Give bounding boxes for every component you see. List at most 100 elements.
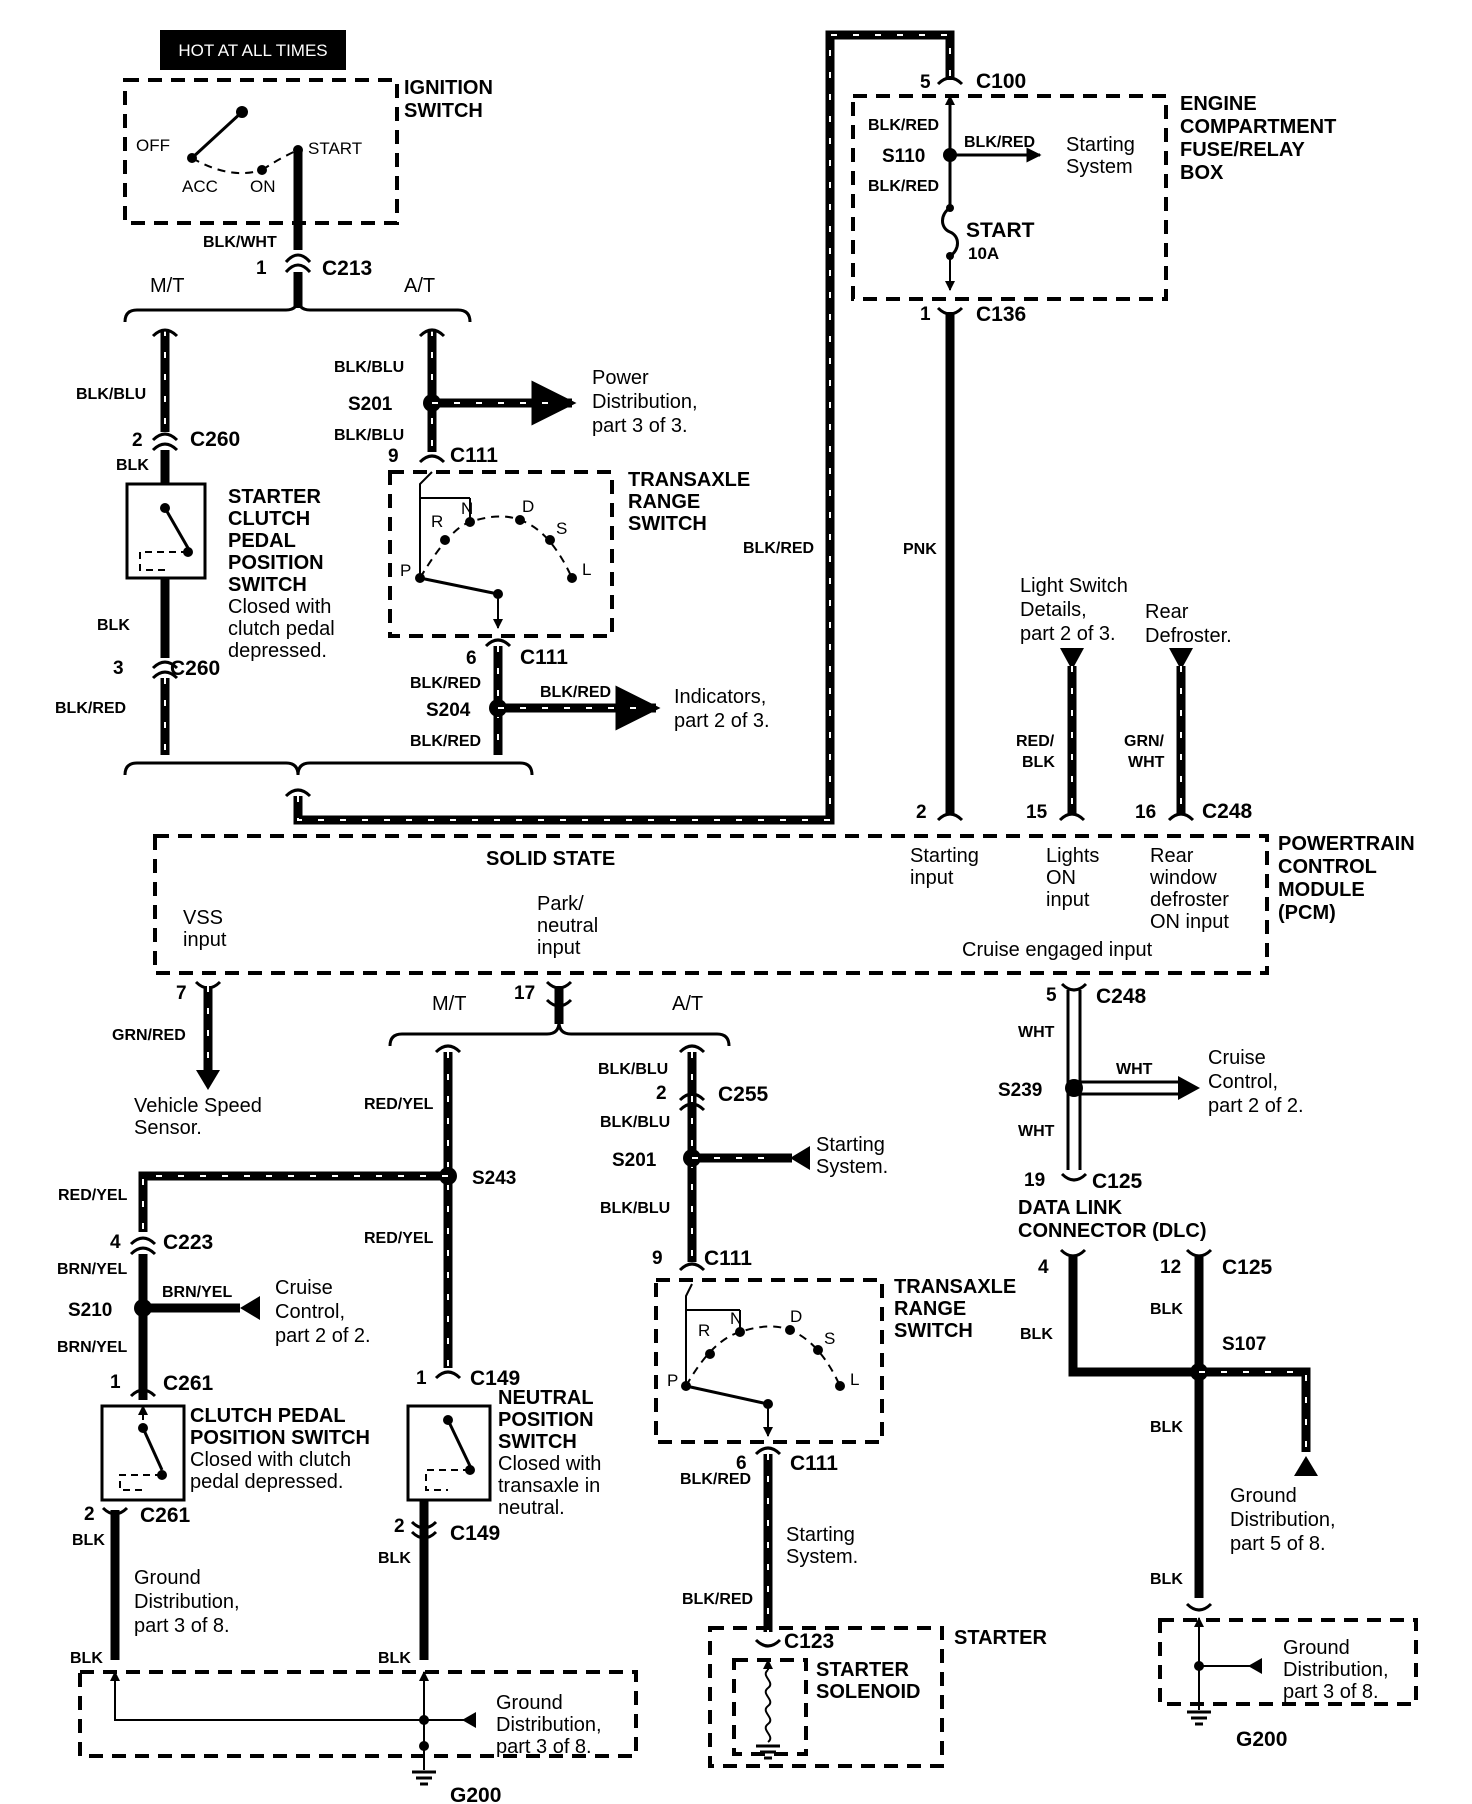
wire-blk-blu-mt: BLK/BLU [76,386,146,403]
dlc-title-2: CONNECTOR (DLC) [1018,1220,1207,1242]
wire-grn-wht-b: WHT [1128,754,1165,771]
at-lower-chain: BLK/BLU 2 C255 BLK/BLU S201 BLK/BLU Star… [598,1044,1048,1768]
light-switch-ref-3: part 2 of 3. [1020,623,1116,645]
connector-c248-bottom: C248 [1096,985,1147,1008]
pos-acc: ACC [182,177,218,196]
pin-19-c125: 19 [1024,1170,1045,1191]
nps-note-3: neutral. [498,1497,565,1519]
lights-input-1: Lights [1046,845,1099,867]
wire-blk-red-at-2: BLK/RED [410,733,481,750]
lights-defroster-inputs: Light Switch Details, part 2 of 3. RED/ … [1016,575,1232,822]
fuse-10a: 10A [968,244,999,263]
ground-g200-mt: G200 [450,1784,501,1804]
connector-c136: C136 [976,303,1026,326]
power-dist-1: Power [592,367,649,389]
splice-s239: S239 [998,1080,1042,1101]
connector-c261-top: C261 [163,1372,214,1395]
ground-ref-dlc-1: Ground [1283,1637,1350,1659]
trs-bottom-title-3: SWITCH [894,1320,973,1342]
trs-top-title-2: RANGE [628,491,700,513]
trs-bottom-title-1: TRANSAXLE [894,1276,1016,1298]
scpp-title-2: CLUTCH [228,508,310,530]
trs-top-title-1: TRANSAXLE [628,469,750,491]
pcm-pin-15: 15 [1026,802,1048,823]
wire-blk-red-low-1: BLK/RED [680,1471,751,1488]
pin-17: 17 [514,983,535,1004]
scpp-title-5: SWITCH [228,574,307,596]
scpp-note-3: depressed. [228,640,327,662]
pin-5-c248: 5 [1046,985,1057,1006]
pn-input-1: Park/ [537,893,584,915]
pos-on: ON [250,177,276,196]
rear-input-4: ON input [1150,911,1229,933]
wire-brn-yel-1: BRN/YEL [57,1261,127,1278]
hot-at-all-times-badge [160,30,346,70]
wire-wht-1: WHT [1018,1024,1055,1041]
wire-blk-dlc-4: BLK [1150,1571,1183,1588]
connector-c260-bottom: C260 [170,657,220,680]
branch-mt: M/T [150,275,184,297]
wire-blk-nps-2: BLK [378,1650,411,1667]
vss-ref-1: Vehicle Speed [134,1095,262,1117]
branch-mt-lower: M/T [432,993,466,1015]
power-dist-3: part 3 of 3. [592,415,688,437]
connector-c111-bottom-1: C111 [704,1247,752,1270]
starting-system-ref-2: System [1066,156,1133,178]
ground-box-dlc [1158,1618,1418,1706]
cpp-title-1: CLUTCH PEDAL [190,1405,346,1427]
connector-c125-top: C125 [1092,1170,1143,1193]
pcm-title-2: CONTROL [1278,856,1377,878]
lights-input-2: ON [1046,867,1076,889]
wire-red-blk-b: BLK [1022,754,1055,771]
trs-bottom-title-2: RANGE [894,1298,966,1320]
pin-9-c111-top: 9 [388,446,399,467]
ground-ref-mt-1: Ground [496,1692,563,1714]
starting-input-2: input [910,867,954,889]
neutral-position-switch-body [406,1404,492,1502]
wire-blk-red-fb-2: BLK/RED [868,178,939,195]
indicators-1: Indicators, [674,686,766,708]
wire-red-blk-a: RED/ [1016,733,1055,750]
starting-sys-sol-1: Starting [786,1524,855,1546]
pcm-pin-16: 16 [1135,802,1156,823]
light-switch-ref-1: Light Switch [1020,575,1128,597]
pn-input-2: neutral [537,915,598,937]
fuse-start: START [966,219,1035,242]
splice-s110: S110 [882,146,925,167]
cpp-note-1: Closed with clutch [190,1449,351,1471]
starting-sys-sol-2: System. [786,1546,858,1568]
trs-top-n: N [461,499,473,518]
fuse-box-title-4: BOX [1180,162,1224,184]
branch-top: M/T A/T [123,275,472,323]
wire-blk-blu-at-1: BLK/BLU [334,359,404,376]
ground-ref-mt-3: part 3 of 8. [496,1736,592,1758]
pcm-title-4: (PCM) [1278,902,1336,924]
wire-pnk: PNK [903,541,937,558]
wire-blk-nps-1: BLK [378,1550,411,1567]
wire-red-yel-3: RED/YEL [58,1187,128,1204]
vss-input-2: input [183,929,227,951]
mt-starter-clutch-chain: BLK/BLU 2 C260 BLK STARTER CLUTCH PEDAL … [55,328,335,755]
wire-blk-dlc-3: BLK [1150,1419,1183,1436]
starting-sys-at-1: Starting [816,1134,885,1156]
cpp-note-2: pedal depressed. [190,1471,343,1493]
wire-blk-blu-low-2: BLK/BLU [600,1114,670,1131]
vss-wire: 7 GRN/RED Vehicle Speed Sensor. [112,980,262,1139]
nps-title-1: NEUTRAL [498,1387,594,1409]
ground-dist-mt-2: Distribution, [134,1591,240,1613]
pn-input-3: input [537,937,581,959]
wire-blk-blu-low-1: BLK/BLU [598,1061,668,1078]
ground-box-mt [78,1670,638,1758]
dlc-title-1: DATA LINK [1018,1197,1123,1219]
solenoid-coil [764,1669,772,1743]
pin-2-c261: 2 [84,1504,95,1525]
connector-c255: C255 [718,1083,769,1106]
fuse-box-title-1: ENGINE [1180,93,1257,115]
wire-blk-red-at-3: BLK/RED [540,684,611,701]
cruise-ref-mt-1: Cruise [275,1277,333,1299]
wire-blk-red-low-2: BLK/RED [682,1591,753,1608]
wire-blk-cpp-2: BLK [70,1650,103,1667]
connector-c125-bottom: C125 [1222,1256,1273,1279]
starter-title: STARTER [954,1627,1048,1649]
